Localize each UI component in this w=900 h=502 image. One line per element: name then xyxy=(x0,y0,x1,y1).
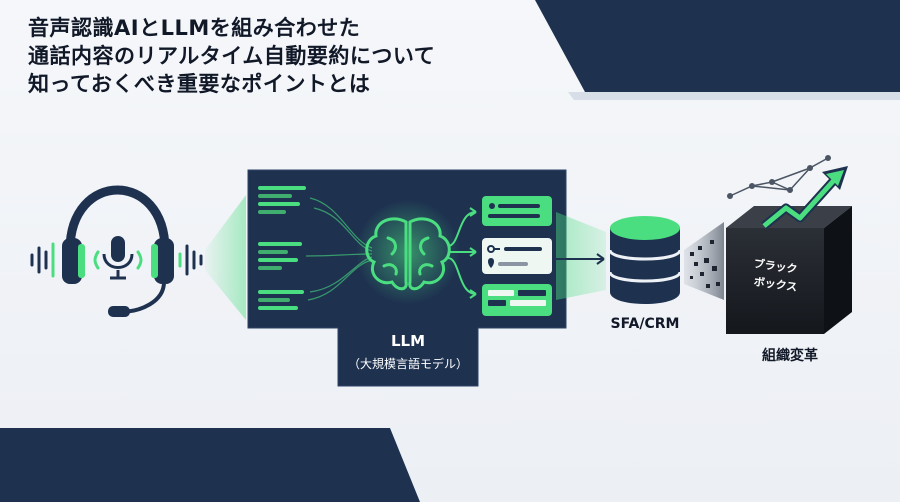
llm-label: LLM xyxy=(391,332,425,350)
llm-sublabel: （大規模言語モデル） xyxy=(348,356,468,371)
corner-decoration-bottom-left xyxy=(0,428,420,502)
llm-panel: LLM （大規模言語モデル） xyxy=(247,169,567,387)
output-arrows xyxy=(447,207,477,299)
black-box-icon: ブラック ボックス xyxy=(726,206,852,334)
sound-wave-left xyxy=(30,242,143,278)
organizational-change-label: 組織変革 xyxy=(762,347,818,364)
title-line-2: 通話内容のリアルタイム自動要約について xyxy=(28,44,436,68)
trend-arrow-icon xyxy=(727,155,848,230)
sfa-crm-label: SFA/CRM xyxy=(611,316,680,332)
flow-arrow-to-database xyxy=(556,253,605,265)
title-line-3: 知っておくべき重要なポイントとは xyxy=(28,72,371,96)
blackbox-label-line1: ブラック xyxy=(753,256,799,276)
brain-icon xyxy=(365,217,451,291)
output-flow-beam xyxy=(556,212,606,300)
blackbox-label-line2: ボックス xyxy=(753,274,798,294)
title-line-1: 音声認識AIとLLMを組み合わせた xyxy=(28,16,361,40)
database-icon xyxy=(608,216,682,304)
key-icon xyxy=(487,245,500,253)
noise-pixels xyxy=(690,240,720,288)
summary-card-2 xyxy=(482,238,552,274)
input-flow-beam xyxy=(205,195,246,320)
summary-card-3 xyxy=(482,284,552,316)
sound-wave-right xyxy=(178,244,203,276)
headset-icon xyxy=(62,185,174,317)
location-pin-icon xyxy=(488,258,494,268)
summary-card-1 xyxy=(482,196,552,226)
microphone-icon xyxy=(102,236,134,280)
transcript-lines xyxy=(258,186,306,310)
page-title: 音声認識AIとLLMを組み合わせた 通話内容のリアルタイム自動要約について 知っ… xyxy=(28,14,435,98)
